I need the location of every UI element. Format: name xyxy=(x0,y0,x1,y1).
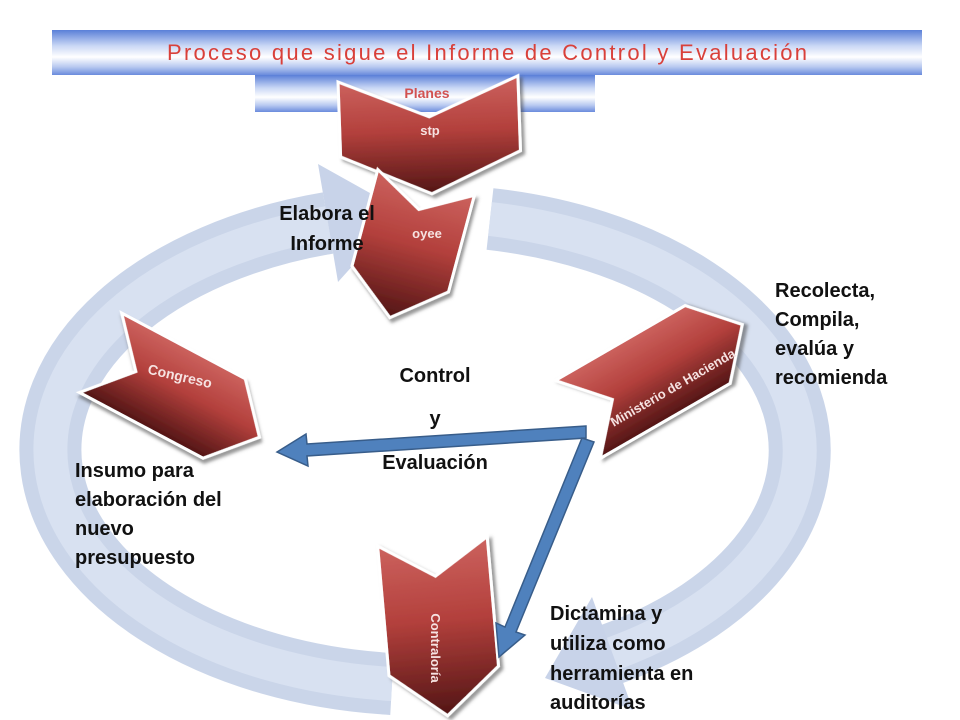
planes-label: Planes xyxy=(404,85,449,101)
arrow-to-contraloria xyxy=(495,437,595,659)
recolecta-line: recomienda xyxy=(775,367,888,389)
chevron-congreso xyxy=(75,310,262,460)
subtitle-bar xyxy=(255,75,595,112)
center-line: y xyxy=(429,408,441,430)
insumo-label: Insumo para elaboración del nuevo presup… xyxy=(75,460,222,569)
insumo-line: presupuesto xyxy=(75,547,195,569)
insumo-line: elaboración del xyxy=(75,489,222,511)
dictamina-label: Dictamina y utiliza como herramienta en … xyxy=(550,603,693,714)
center-line: Control xyxy=(399,365,470,387)
cycle-arrowhead-right xyxy=(545,597,633,710)
chevron-oyee-label: oyee xyxy=(412,226,442,241)
chevron-contraloria xyxy=(375,533,501,718)
chevron-stp-label: stp xyxy=(420,123,440,138)
elabora-label: Elabora el Informe xyxy=(279,203,375,255)
cycle-arc-right-highlight xyxy=(488,202,817,670)
cycle-arrowhead-left xyxy=(318,164,402,282)
center-line: Evaluación xyxy=(382,452,488,474)
insumo-line: Insumo para xyxy=(75,460,195,482)
insumo-line: nuevo xyxy=(75,518,134,540)
chevron-contraloria-label: Contraloría xyxy=(428,613,443,683)
cycle-arrow xyxy=(19,164,831,715)
recolecta-line: evalúa y xyxy=(775,338,855,360)
center-label: Control y Evaluación xyxy=(382,365,488,474)
dictamina-line: utiliza como xyxy=(550,633,666,655)
elabora-line: Informe xyxy=(290,233,363,255)
arrow-to-congreso xyxy=(275,425,587,468)
recolecta-line: Compila, xyxy=(775,309,859,331)
recolecta-label: Recolecta, Compila, evalúa y recomienda xyxy=(775,280,888,389)
cycle-arc-left-highlight xyxy=(33,206,393,701)
chevron-ministerio xyxy=(551,303,745,462)
chevron-oyee xyxy=(350,166,477,320)
dictamina-line: Dictamina y xyxy=(550,603,663,625)
recolecta-line: Recolecta, xyxy=(775,280,875,302)
page-title: Proceso que sigue el Informe de Control … xyxy=(167,40,807,65)
elabora-line: Elabora el xyxy=(279,203,375,225)
dictamina-line: auditorías xyxy=(550,692,646,714)
chevron-stp xyxy=(336,73,523,196)
dictamina-line: herramienta en xyxy=(550,663,693,685)
title-bar xyxy=(52,30,922,75)
